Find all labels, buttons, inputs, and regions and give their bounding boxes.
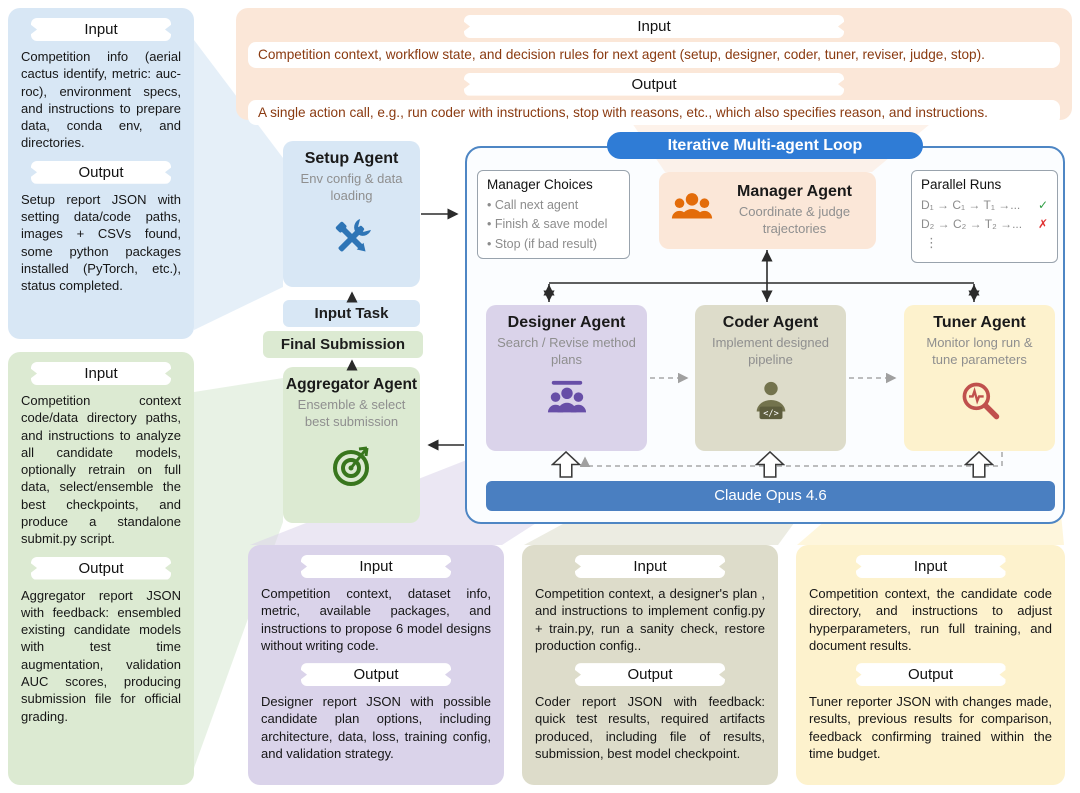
setup-agent-subtitle: Env config & data loading [300, 171, 403, 203]
final-submission-label: Final Submission [263, 331, 423, 358]
check-icon: ✓ [1037, 198, 1048, 212]
designer-input-text: Competition context, dataset info, metri… [261, 586, 491, 653]
coder-output-text: Coder report JSON with feedback: quick t… [535, 694, 765, 761]
svg-text:</>: </> [763, 409, 779, 419]
cross-icon: ✗ [1037, 217, 1048, 232]
output-tab-label: Output [301, 663, 451, 686]
input-tab-label: Input [464, 15, 844, 38]
run-label: D₁ → C₁ → T₁ →... [921, 198, 1021, 212]
manager-agent-box: Manager Agent Coordinate & judge traject… [659, 172, 876, 249]
manager-choice-item: • Stop (if bad result) [487, 236, 597, 251]
parallel-runs-title: Parallel Runs [921, 177, 1002, 192]
tuner-input-text: Competition context, the candidate code … [809, 586, 1052, 653]
input-task-label: Input Task [283, 300, 420, 327]
output-tab-label: Output [464, 73, 844, 96]
aggregator-agent-subtitle: Ensemble & select best submission [297, 397, 406, 429]
output-tab-label: Output [575, 663, 725, 686]
output-tab-label: Output [31, 161, 171, 184]
designer-io-box: Input Competition context, dataset info,… [248, 545, 504, 785]
coder-agent-title: Coder Agent [722, 314, 819, 331]
coder-input-text: Competition context, a designer's plan ,… [535, 586, 765, 653]
aggregator-io-box: Input Competition context code/data dire… [8, 352, 194, 785]
manager-agent-subtitle: Coordinate & judge trajectories [738, 204, 851, 236]
input-tab-label: Input [575, 555, 725, 578]
team-icon [669, 188, 715, 233]
magnifier-waveform-icon [904, 379, 1055, 428]
input-tab-label: Input [31, 362, 171, 385]
setup-agent-title: Setup Agent [304, 150, 399, 167]
target-arrow-icon [283, 441, 420, 494]
designer-agent-title: Designer Agent [507, 314, 626, 331]
manager-input-text: Competition context, workflow state, and… [248, 42, 1060, 68]
manager-choice-item: • Finish & save model [487, 217, 608, 232]
manager-choices-title: Manager Choices [487, 177, 593, 192]
loop-title-pill: Iterative Multi-agent Loop [607, 132, 923, 159]
aggregator-input-text: Competition context code/data directory … [21, 393, 181, 547]
tuner-agent-subtitle: Monitor long run & tune parameters [926, 335, 1033, 367]
tuner-output-text: Tuner reporter JSON with changes made, r… [809, 694, 1052, 761]
model-banner: Claude Opus 4.6 [486, 481, 1055, 511]
claude-to-tuner-arrow [963, 450, 995, 478]
input-tab-label: Input [301, 555, 451, 578]
parallel-run-row: D₂ → C₂ → T₂ →... ✗ [921, 215, 1048, 234]
designer-agent-subtitle: Search / Revise method plans [497, 335, 636, 367]
crossed-tools-icon [283, 215, 420, 266]
output-tab-label: Output [31, 557, 171, 580]
parallel-runs-panel: Parallel Runs D₁ → C₁ → T₁ →... ✓ D₂ → C… [911, 170, 1058, 263]
tuner-agent-title: Tuner Agent [933, 314, 1026, 331]
team-presentation-icon [486, 379, 647, 424]
developer-laptop-icon: </> [695, 379, 846, 426]
setup-input-text: Competition info (aerial cactus identify… [21, 49, 181, 151]
tuner-io-box: Input Competition context, the candidate… [796, 545, 1065, 785]
setup-output-text: Setup report JSON with setting data/code… [21, 191, 181, 294]
manager-choice-item: • Call next agent [487, 198, 579, 212]
parallel-run-row: D₁ → C₁ → T₁ →... ✓ [921, 196, 1048, 215]
tuner-agent-box: Tuner Agent Monitor long run & tune para… [904, 305, 1055, 451]
claude-to-designer-arrow [550, 450, 582, 478]
designer-output-text: Designer report JSON with possible candi… [261, 694, 491, 761]
coder-agent-box: Coder Agent Implement designed pipeline … [695, 305, 846, 451]
manager-output-text: A single action call, e.g., run coder wi… [248, 99, 1060, 126]
more-runs-ellipsis: ⋮ [925, 235, 938, 251]
input-tab-label: Input [31, 18, 171, 41]
manager-agent-title: Manager Agent [737, 183, 852, 201]
designer-agent-box: Designer Agent Search / Revise method pl… [486, 305, 647, 451]
coder-agent-subtitle: Implement designed pipeline [711, 335, 830, 367]
output-tab-label: Output [856, 663, 1006, 686]
setup-io-box: Input Competition info (aerial cactus id… [8, 8, 194, 339]
aggregator-output-text: Aggregator report JSON with feedback: en… [21, 587, 181, 724]
aggregator-agent-title: Aggregator Agent [285, 376, 418, 393]
input-tab-label: Input [856, 555, 1006, 578]
aggregator-agent-box: Aggregator Agent Ensemble & select best … [283, 367, 420, 523]
manager-choices-panel: Manager Choices • Call next agent • Fini… [477, 170, 630, 259]
run-label: D₂ → C₂ → T₂ →... [921, 217, 1023, 232]
manager-io-box: Input Competition context, workflow stat… [236, 8, 1072, 126]
claude-to-coder-arrow [754, 450, 786, 478]
setup-agent-box: Setup Agent Env config & data loading [283, 141, 420, 287]
coder-io-box: Input Competition context, a designer's … [522, 545, 778, 785]
